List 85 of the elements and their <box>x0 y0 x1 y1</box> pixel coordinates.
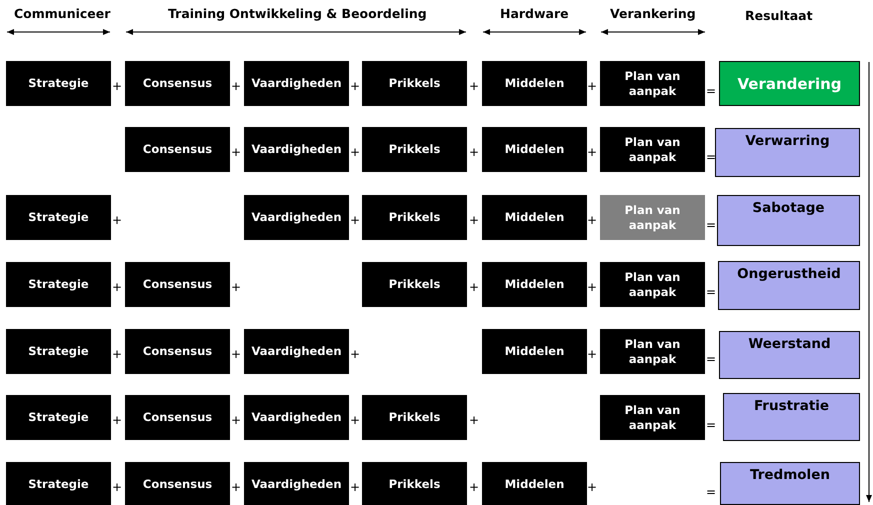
operator-sign: + <box>469 213 480 227</box>
operator-sign: + <box>587 280 598 294</box>
factor-box: Vaardigheden <box>244 329 349 374</box>
factor-box: Consensus <box>125 61 230 106</box>
operator-sign: = <box>706 285 716 299</box>
column-header: Resultaat <box>745 8 813 23</box>
operator-sign: + <box>469 413 480 427</box>
factor-box: Vaardigheden <box>244 195 349 240</box>
operator-sign: + <box>350 413 360 427</box>
operator-sign: + <box>112 347 122 361</box>
factor-box: Plan van aanpak <box>600 195 705 240</box>
factor-box: Consensus <box>125 262 230 307</box>
factor-box: Strategie <box>6 262 111 307</box>
factor-box: Strategie <box>6 329 111 374</box>
factor-box: Plan van aanpak <box>600 61 705 106</box>
operator-sign: + <box>231 280 242 294</box>
operator-sign: + <box>587 347 598 361</box>
result-box: Weerstand <box>719 331 860 379</box>
operator-sign: + <box>350 213 360 227</box>
factor-box: Middelen <box>482 61 587 106</box>
operator-sign: + <box>587 480 598 494</box>
factor-box: Middelen <box>482 462 587 505</box>
operator-sign: + <box>350 145 360 159</box>
factor-box: Strategie <box>6 61 111 106</box>
factor-box: Plan van aanpak <box>600 262 705 307</box>
operator-sign: = <box>706 352 716 366</box>
factor-box: Strategie <box>6 462 111 505</box>
factor-box: Prikkels <box>362 462 467 505</box>
factor-box: Middelen <box>482 127 587 172</box>
operator-sign: = <box>706 150 716 164</box>
operator-sign: + <box>587 79 598 93</box>
factor-box: Consensus <box>125 127 230 172</box>
factor-box: Middelen <box>482 262 587 307</box>
factor-box: Middelen <box>482 329 587 374</box>
operator-sign: + <box>112 79 122 93</box>
factor-box: Consensus <box>125 462 230 505</box>
factor-box: Consensus <box>125 329 230 374</box>
operator-sign: + <box>112 213 122 227</box>
operator-sign: + <box>231 145 242 159</box>
factor-box: Vaardigheden <box>244 127 349 172</box>
factor-box: Prikkels <box>362 61 467 106</box>
operator-sign: = <box>706 218 716 232</box>
operator-sign: + <box>112 280 122 294</box>
column-header: Communiceer <box>14 6 110 21</box>
operator-sign: + <box>350 480 360 494</box>
operator-sign: + <box>350 347 360 361</box>
factor-box: Strategie <box>6 395 111 440</box>
operator-sign: + <box>350 79 360 93</box>
result-box: Ongerustheid <box>718 261 860 310</box>
factor-box: Prikkels <box>362 395 467 440</box>
operator-sign: + <box>231 79 242 93</box>
operator-sign: + <box>587 213 598 227</box>
operator-sign: + <box>469 145 480 159</box>
factor-box: Middelen <box>482 195 587 240</box>
operator-sign: + <box>469 280 480 294</box>
operator-sign: + <box>112 413 122 427</box>
operator-sign: = <box>706 485 716 499</box>
factor-box: Consensus <box>125 395 230 440</box>
operator-sign: + <box>469 480 480 494</box>
factor-box: Vaardigheden <box>244 462 349 505</box>
operator-sign: + <box>231 413 242 427</box>
operator-sign: + <box>587 145 598 159</box>
operator-sign: + <box>231 480 242 494</box>
operator-sign: + <box>231 347 242 361</box>
factor-box: Plan van aanpak <box>600 127 705 172</box>
result-box: Sabotage <box>717 195 860 246</box>
result-box: Tredmolen <box>720 462 860 505</box>
factor-box: Plan van aanpak <box>600 395 705 440</box>
factor-box: Prikkels <box>362 195 467 240</box>
result-box: Frustratie <box>723 393 860 441</box>
result-box: Verwarring <box>715 128 860 177</box>
column-header: Verankering <box>610 6 696 21</box>
factor-box: Plan van aanpak <box>600 329 705 374</box>
factor-box: Prikkels <box>362 262 467 307</box>
column-header: Hardware <box>500 6 569 21</box>
operator-sign: + <box>112 480 122 494</box>
factor-box: Prikkels <box>362 127 467 172</box>
operator-sign: = <box>706 84 716 98</box>
operator-sign: + <box>469 79 480 93</box>
factor-box: Vaardigheden <box>244 61 349 106</box>
result-box: Verandering <box>719 61 860 106</box>
operator-sign: = <box>706 418 716 432</box>
factor-box: Vaardigheden <box>244 395 349 440</box>
column-header: Training Ontwikkeling & Beoordeling <box>168 6 427 21</box>
factor-box: Strategie <box>6 195 111 240</box>
